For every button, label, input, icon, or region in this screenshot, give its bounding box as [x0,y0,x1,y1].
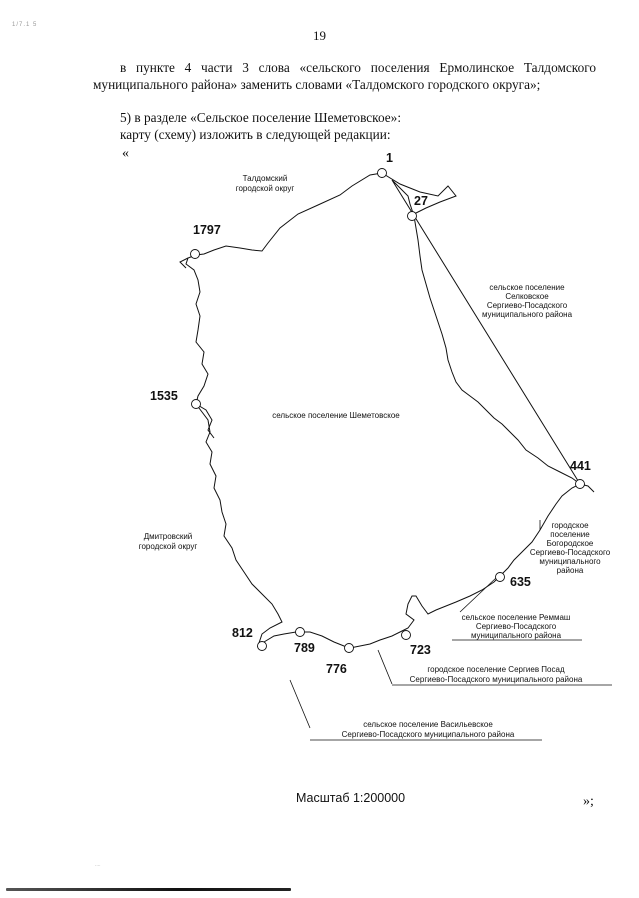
svg-text:сельское поселение Васильевско: сельское поселение Васильевское [363,720,493,729]
footer-mark: .... [95,862,101,868]
point-27-label: 27 [414,194,428,208]
leader-vasilevskoe [289,679,311,729]
bottom-rule [6,888,291,891]
label-taldom: Талдомский городской округ [236,174,295,193]
point-441-marker [575,479,585,489]
point-1535-marker [191,399,201,409]
svg-text:городской округ: городской округ [236,184,295,193]
svg-text:Сергиево-Посадского муниципаль: Сергиево-Посадского муниципального район… [410,675,583,684]
point-1535-label: 1535 [150,389,178,403]
paragraph-section: 5) в разделе «Сельское поселение Шеметов… [120,110,402,125]
page-number: 19 [313,28,326,43]
point-812-label: 812 [232,626,253,640]
leader-remmash [459,577,497,613]
svg-text:Дмитровский: Дмитровский [144,532,193,541]
svg-text:Сергиево-Посадского: Сергиево-Посадского [530,548,611,557]
point-635-label: 635 [510,575,531,589]
point-723-label: 723 [410,643,431,657]
svg-text:городское поселение Сергиев По: городское поселение Сергиев Посад [427,665,565,674]
label-dmitrov: Дмитровский городской округ [139,532,198,551]
label-sergiev-posad: городское поселение Сергиев Посад Сергие… [410,665,583,684]
map-scale: Масштаб 1:200000 [296,791,406,805]
svg-text:Талдомский: Талдомский [243,174,288,183]
leader-sergiev-posad [377,649,393,685]
label-bogorodskoe: городское поселение Богородское Сергиево… [530,521,611,575]
point-635-marker [495,572,505,582]
label-vasilevskoe: сельское поселение Васильевское Сергиево… [342,720,515,739]
point-1797-label: 1797 [193,223,221,237]
svg-text:Сергиево-Посадского: Сергиево-Посадского [487,301,568,310]
svg-text:Сергиево-Посадского: Сергиево-Посадского [476,622,557,631]
svg-text:Селковское: Селковское [505,292,549,301]
svg-text:муниципального района: муниципального района [471,631,562,640]
point-776-label: 776 [326,662,347,676]
point-812-marker [257,641,267,651]
svg-text:района: района [557,566,584,575]
open-quote: « [122,146,129,161]
point-723-marker [401,630,411,640]
svg-text:сельское поселение Шеметовское: сельское поселение Шеметовское [272,411,400,420]
paragraph-amendment: в пункте 4 части 3 слова «сельского посе… [93,60,596,92]
point-789-label: 789 [294,641,315,655]
point-789-marker [295,627,305,637]
label-shemetovskoe: сельское поселение Шеметовское [272,411,400,420]
svg-text:Богородское: Богородское [547,539,594,548]
svg-text:Сергиево-Посадского муниципаль: Сергиево-Посадского муниципального район… [342,730,515,739]
svg-text:поселение: поселение [550,530,590,539]
point-1-label: 1 [386,151,393,165]
label-remmash: сельское поселение Реммаш Сергиево-Посад… [462,613,571,640]
close-quote: »; [583,794,594,809]
boundary-branch-1535 [195,403,215,439]
boundary-branch-27 [381,172,457,215]
point-776-marker [344,643,354,653]
svg-text:сельское поселение Реммаш: сельское поселение Реммаш [462,613,571,622]
label-selkovskoe: сельское поселение Селковское Сергиево-П… [482,283,573,319]
point-1-marker [377,168,387,178]
corner-mark: 1/7.1 5 [12,22,38,28]
svg-text:муниципального: муниципального [539,557,601,566]
point-441-label: 441 [570,459,591,473]
svg-text:городское: городское [551,521,589,530]
svg-text:сельское поселение: сельское поселение [489,283,565,292]
boundary-branch-1797 [179,257,189,269]
point-27-marker [407,211,417,221]
svg-text:муниципального района: муниципального района [482,310,573,319]
point-1797-marker [190,249,200,259]
paragraph-map-intro: карту (схему) изложить в следующей редак… [120,127,391,142]
svg-text:городской округ: городской округ [139,542,198,551]
